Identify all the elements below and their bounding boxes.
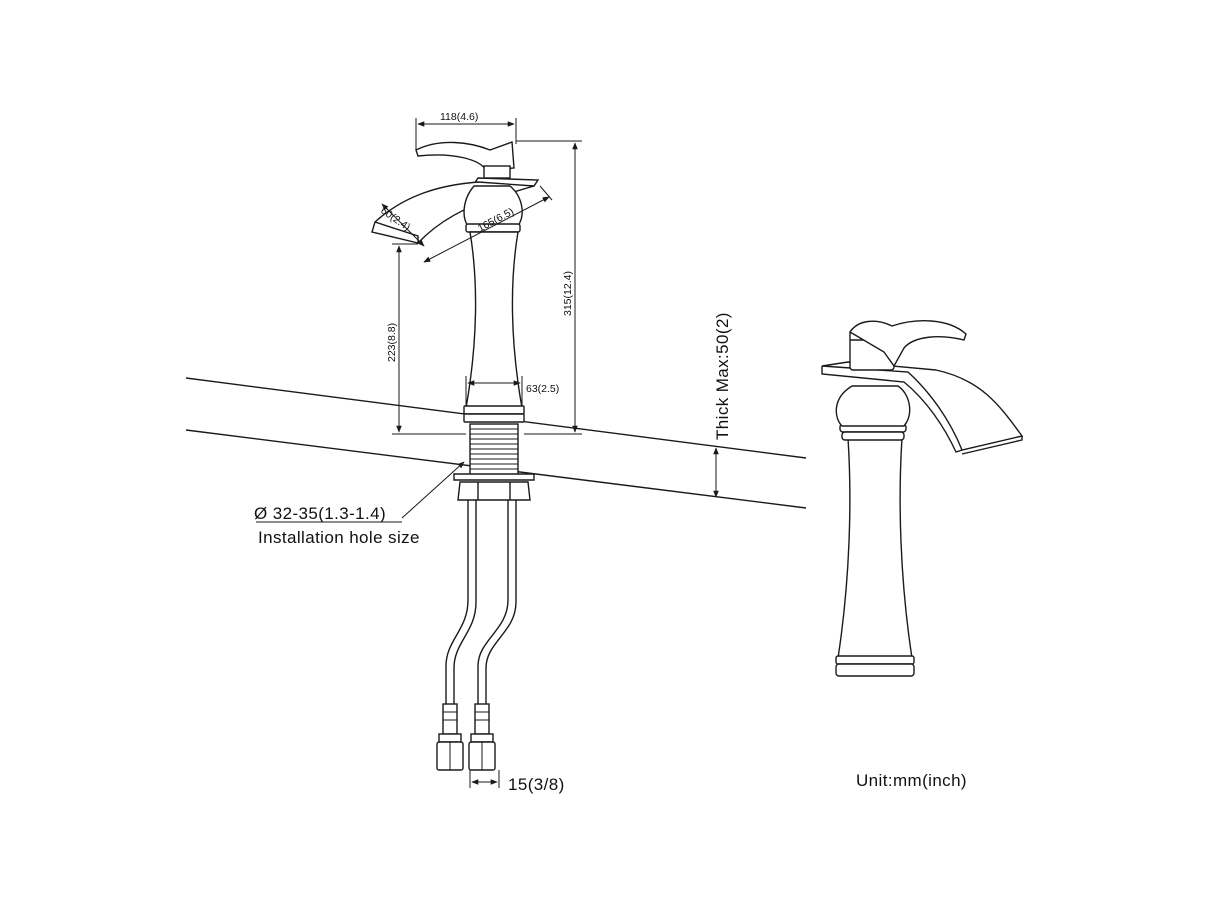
hole-size-label: Ø 32-35(1.3-1.4) — [254, 504, 386, 523]
hole-caption: Installation hole size — [258, 528, 420, 547]
total-height-label: 315(12.4) — [562, 271, 574, 316]
deck-thickness-label: Thick Max:50(2) — [713, 312, 732, 440]
dimension-lines — [256, 118, 719, 788]
faucet-perspective-view — [821, 320, 1024, 677]
shank-threads — [470, 428, 518, 470]
hose-connector-label: 15(3/8) — [508, 775, 565, 794]
handle-width-label: 118(4.6) — [440, 111, 478, 123]
spout-height-label: 223(8.8) — [386, 323, 398, 362]
base-diameter-label: 63(2.5) — [526, 383, 559, 395]
unit-label: Unit:mm(inch) — [856, 771, 967, 790]
